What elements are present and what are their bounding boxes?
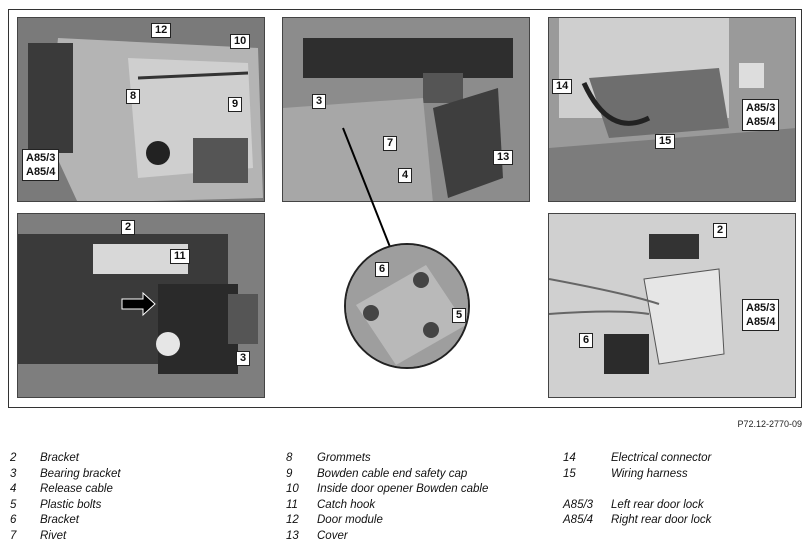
callout-4: 4 <box>398 168 413 183</box>
photo-catch-hook: 2 11 3 <box>17 213 265 398</box>
photo-door-lock-bracket: 2 6 A85/3 A85/4 <box>548 213 796 398</box>
callout-10: 10 <box>230 34 251 49</box>
legend-num: 2 <box>10 452 17 464</box>
legend-item: 11 Catch hook <box>286 499 556 515</box>
callout-a85-4: A85/4 <box>26 166 56 178</box>
legend-num: 4 <box>10 483 17 496</box>
zoom-plastic-bolts: 6 5 <box>344 243 470 369</box>
callout-7: 7 <box>383 136 398 151</box>
legend-num: 9 <box>286 467 293 480</box>
legend-item: A85/3 Left rear door lock <box>563 499 808 515</box>
legend-num: 10 <box>286 483 299 496</box>
callout-2: 2 <box>713 223 728 238</box>
callout-a85-4: A85/4 <box>746 116 776 128</box>
legend-text: Inside door opener Bowden cable <box>317 483 489 496</box>
legend-text: Bracket <box>40 514 79 527</box>
legend-num: 14 <box>563 452 576 464</box>
legend-item: A85/4 Right rear door lock <box>563 514 808 530</box>
legend-item: 2 Bracket <box>10 452 270 468</box>
legend-item: 5 Plastic bolts <box>10 499 270 515</box>
legend-spacer <box>563 483 808 499</box>
legend-num: 6 <box>10 514 17 527</box>
callout-6: 6 <box>579 333 594 348</box>
legend-num: 15 <box>563 467 576 480</box>
legend-text: Bearing bracket <box>40 467 121 480</box>
legend-text: Door module <box>317 514 383 527</box>
callout-15: 15 <box>655 134 676 149</box>
callout-a85-4: A85/4 <box>746 316 776 328</box>
figure-reference: P72.12-2770-09 <box>737 419 802 429</box>
legend-num: A85/4 <box>563 514 594 527</box>
legend-num: 7 <box>10 529 17 542</box>
callout-a85-3: A85/3 <box>746 102 776 114</box>
legend-text: Left rear door lock <box>611 498 704 511</box>
legend-item: 7 Rivet <box>10 530 270 546</box>
callout-a85-connector: A85/3 A85/4 <box>742 99 780 131</box>
callout-a85-3: A85/3 <box>746 302 776 314</box>
legend-num: 5 <box>10 498 17 511</box>
legend-item: 12 Door module <box>286 514 556 530</box>
legend-item: 3 Bearing bracket <box>10 468 270 484</box>
callout-3: 3 <box>312 94 327 109</box>
legend-num: 12 <box>286 514 299 527</box>
door-lock-illustration <box>549 214 795 397</box>
photo-door-module: 12 10 8 9 A85/3 A85/4 <box>17 17 265 202</box>
legend-text: Electrical connector <box>611 452 712 464</box>
legend-text: Cover <box>317 529 348 542</box>
callout-14: 14 <box>552 79 573 94</box>
callout-13: 13 <box>493 150 514 165</box>
legend-num: A85/3 <box>563 498 594 511</box>
callout-6: 6 <box>375 262 390 277</box>
legend-column-2: 8 Grommets 9 Bowden cable end safety cap 1… <box>286 452 556 546</box>
legend-num: 3 <box>10 467 17 480</box>
connector-illustration <box>549 18 795 201</box>
zoom-illustration <box>346 245 468 367</box>
legend-text: Right rear door lock <box>611 514 712 527</box>
callout-a85-bracket: A85/3 A85/4 <box>742 299 780 331</box>
legend-item: 9 Bowden cable end safety cap <box>286 468 556 484</box>
callout-a85-3: A85/3 <box>26 152 56 164</box>
callout-9: 9 <box>228 97 243 112</box>
callout-a85-door-lock: A85/3 A85/4 <box>22 149 60 181</box>
callout-8: 8 <box>126 89 141 104</box>
legend-item: 13 Cover <box>286 530 556 546</box>
callout-5: 5 <box>452 308 467 323</box>
legend-num: 8 <box>286 452 293 464</box>
legend-text: Bracket <box>40 452 79 464</box>
callout-12: 12 <box>151 23 172 38</box>
legend-text: Plastic bolts <box>40 498 102 511</box>
legend-num: 13 <box>286 529 299 542</box>
legend-item: 8 Grommets <box>286 452 556 468</box>
legend-item: 14 Electrical connector <box>563 452 808 468</box>
catch-hook-illustration <box>18 214 264 397</box>
legend-text: Release cable <box>40 483 113 496</box>
legend-item: 4 Release cable <box>10 483 270 499</box>
legend-item: 10 Inside door opener Bowden cable <box>286 483 556 499</box>
photo-electrical-connector: 14 15 A85/3 A85/4 <box>548 17 796 202</box>
legend-num: 11 <box>286 498 298 511</box>
legend-text: Bowden cable end safety cap <box>317 467 468 480</box>
callout-3: 3 <box>236 351 251 366</box>
legend-text: Catch hook <box>317 498 376 511</box>
legend-text: Rivet <box>40 529 67 542</box>
legend-text: Grommets <box>317 452 371 464</box>
callout-11: 11 <box>170 249 190 264</box>
legend-item: 6 Bracket <box>10 514 270 530</box>
legend-item: 15 Wiring harness <box>563 468 808 484</box>
photo-bearing-bracket: 3 7 4 13 <box>282 17 530 202</box>
legend-text: Wiring harness <box>611 467 688 480</box>
callout-2: 2 <box>121 220 136 235</box>
